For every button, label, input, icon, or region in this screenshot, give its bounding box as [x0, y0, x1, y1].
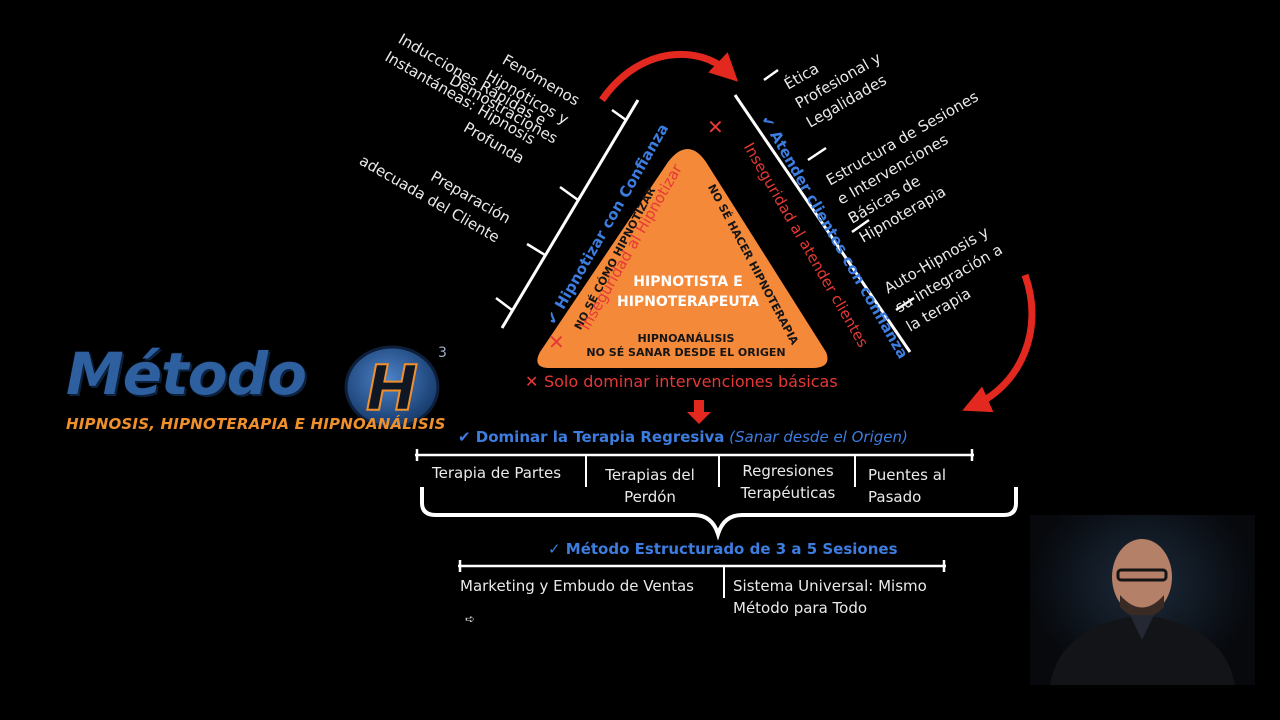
left-side-line [500, 99, 640, 329]
cross-icon: ✕ [525, 372, 544, 391]
right-side-line [733, 94, 912, 353]
right-tick [763, 68, 779, 82]
presenter-silhouette [1050, 539, 1235, 685]
regresiva-item-4: Puentes al Pasado [868, 464, 946, 508]
triangle-sub-line1: HIPNOANÁLISIS [637, 332, 735, 345]
curly-brace [420, 487, 1018, 541]
down-arrow-icon [687, 400, 711, 424]
left-tick [559, 185, 579, 202]
right-curved-arrow [962, 273, 1036, 413]
regresiva-item-2-line: Perdón [624, 488, 676, 506]
triangle-title-line1: HIPNOTISTA E [633, 274, 743, 290]
metodo-title: ✓ Método Estructurado de 3 a 5 Sesiones [548, 540, 898, 558]
regresiva-item-4-line: Pasado [868, 488, 922, 506]
cross-icon: ✕ [548, 330, 565, 354]
regresiva-header: ✔ Dominar la Terapia Regresiva (Sanar de… [458, 428, 908, 446]
regresiva-item-2-line: Terapias del [605, 466, 695, 484]
regresiva-item-3-line: Regresiones [742, 462, 834, 480]
regresiva-item-3-line: Terapéuticas [740, 484, 836, 502]
regresiva-subtitle: (Sanar desde el Origen) [729, 428, 908, 446]
logo-subtitle: HIPNOSIS, HIPNOTERAPIA E HIPNOANÁLISIS [66, 415, 446, 433]
triangle-center: HIPNOTISTA E HIPNOTERAPEUTA [610, 272, 766, 312]
logo-exponent: 3 [438, 345, 447, 361]
triangle-title-line2: HIPNOTERAPEUTA [616, 294, 760, 310]
left-tick [495, 297, 513, 311]
base-negative-text: Solo dominar intervenciones básicas [543, 372, 838, 391]
left-tick [526, 242, 546, 257]
right-tick [895, 296, 915, 312]
logo-letter: H [366, 352, 418, 425]
right-tick [807, 146, 827, 162]
presenter-video [1030, 515, 1255, 685]
triangle-sub-line2: NO SÉ SANAR DESDE EL ORIGEN [586, 346, 786, 359]
regresiva-item-3: Regresiones Terapéuticas [728, 460, 848, 504]
triangle-subtitle: HIPNOANÁLISIS NO SÉ SANAR DESDE EL ORIGE… [586, 332, 786, 360]
top-curved-arrow [599, 50, 739, 102]
regresiva-item-1: Terapia de Partes [432, 464, 562, 482]
metodo-item-2-line: Método para Todo [733, 599, 868, 617]
regresiva-item-4-line: Puentes al [868, 466, 947, 484]
metodo-item-1: Marketing y Embudo de Ventas [460, 577, 694, 595]
left-tick [611, 108, 627, 122]
logo-h-emblem: H [344, 345, 440, 429]
logo-word: Método [66, 340, 307, 408]
metodo-item-2: Sistema Universal: Mismo Método para Tod… [733, 575, 927, 619]
regresiva-title: ✔ Dominar la Terapia Regresiva [458, 428, 725, 446]
cursor-icon: ➪ [465, 612, 475, 626]
cross-icon: ✕ [707, 115, 724, 139]
base-negative: ✕ Solo dominar intervenciones básicas [525, 372, 838, 391]
right-tick [851, 218, 870, 234]
orange-triangle [537, 149, 828, 368]
regresiva-item-2: Terapias del Perdón [598, 464, 702, 508]
metodo-item-2-line: Sistema Universal: Mismo [733, 577, 927, 595]
